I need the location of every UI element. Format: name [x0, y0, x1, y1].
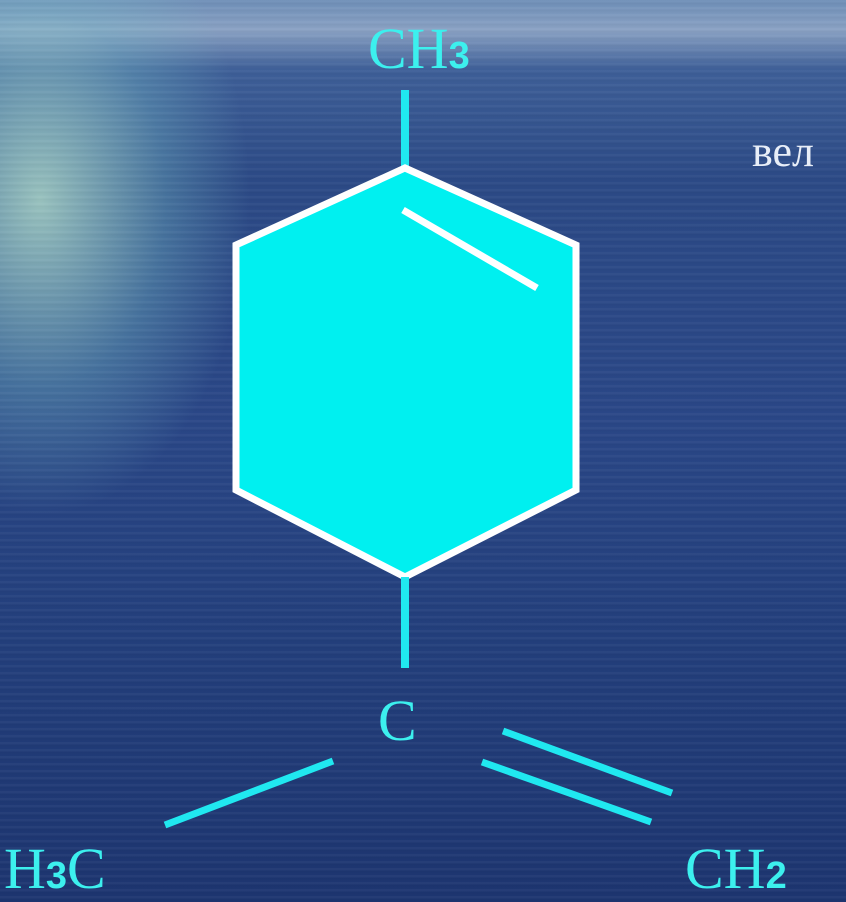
bond-c-to-methyl — [163, 757, 335, 829]
label-h3c-subscript: 3 — [45, 855, 68, 897]
label-ch2-main: CH — [685, 836, 766, 901]
side-text: вел — [752, 127, 815, 176]
ring-double-bond — [401, 206, 539, 292]
label-ch3-main: CH — [368, 16, 449, 81]
label-c-center: C — [378, 688, 417, 753]
label-h3c-h: H — [4, 836, 46, 901]
label-ch2-right: CH2 — [685, 840, 787, 898]
label-ch3-subscript: 3 — [448, 35, 470, 77]
label-h3c-c: C — [67, 836, 106, 901]
double-bond-upper — [501, 727, 674, 797]
label-ch2-subscript: 2 — [765, 855, 787, 897]
hexagon-ring — [232, 164, 580, 581]
double-bond-lower — [480, 758, 653, 826]
label-ch3-top: CH3 — [368, 20, 470, 78]
label-h3c-left: H3C — [4, 840, 106, 898]
